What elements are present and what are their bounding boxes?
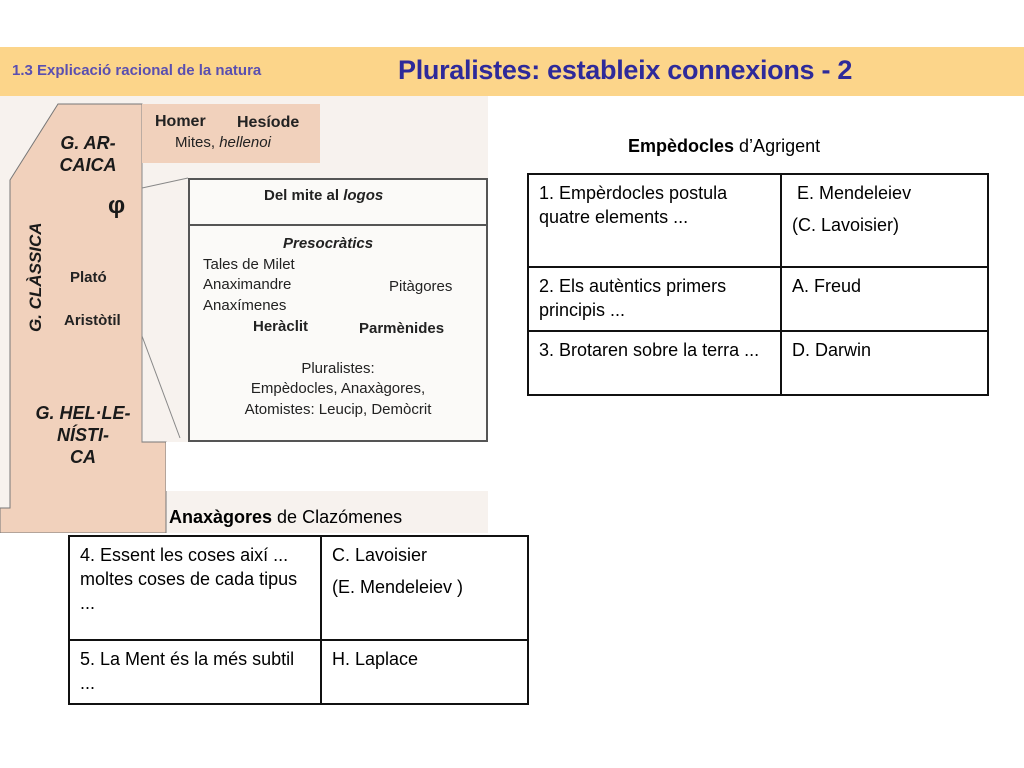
- archaic-line-1: G. AR-: [60, 133, 116, 153]
- table-row: 4. Essent les coses així ... moltes cose…: [68, 535, 529, 641]
- anaxagores-origin: de Clazómenes: [272, 507, 403, 527]
- header-band: 1.3 Explicació racional de la natura Plu…: [0, 47, 1024, 96]
- answer-cell: E. Mendeleiev (C. Lavoisier): [780, 173, 989, 268]
- section-title: 1.3 Explicació racional de la natura: [12, 62, 262, 79]
- statement-cell: 1. Empèrdocles postula quatre elements .…: [527, 173, 782, 268]
- empedocles-caption: Empèdocles d’Agrigent: [628, 136, 820, 157]
- empedocles-origin: d’Agrigent: [734, 136, 821, 156]
- empedocles-name: Empèdocles: [628, 136, 735, 156]
- hellenistic-line-1: G. HEL·LE-: [35, 403, 131, 423]
- answer-cell: A. Freud: [780, 266, 989, 332]
- logos-word: logos: [343, 187, 384, 204]
- myth-to-logos-text: Del mite al: [264, 187, 340, 204]
- parmenides-label: Parmènides: [359, 320, 445, 337]
- table-row: 5. La Ment és la més subtil ... H. Lapla…: [68, 639, 529, 705]
- diagram-white-area: [166, 442, 488, 491]
- classical-era-label: G. CLÀSSICA: [26, 222, 45, 332]
- anaxagores-caption: Anaxàgores de Clazómenes: [169, 507, 402, 528]
- tales-label: Tales de Milet: [203, 256, 295, 273]
- table-row: 1. Empèrdocles postula quatre elements .…: [527, 173, 989, 268]
- answer-option: E. Mendeleiev: [792, 183, 912, 203]
- answer-option: C. Lavoisier: [332, 545, 428, 565]
- hellenoi-word: hellenoi: [219, 134, 271, 151]
- answer-cell: D. Darwin: [780, 330, 989, 396]
- slide-title: Pluralistes: estableix connexions - 2: [398, 55, 853, 85]
- pluralists-line-2: Atomistes: Leucip, Demòcrit: [244, 401, 432, 418]
- statement-cell: 3. Brotaren sobre la terra ...: [527, 330, 782, 396]
- anaxagores-name: Anaxàgores: [169, 507, 273, 527]
- anaximandre-label: Anaximandre: [203, 276, 292, 293]
- pluralists-line-1: Empèdocles, Anaxàgores,: [250, 380, 426, 397]
- empedocles-table: 1. Empèrdocles postula quatre elements .…: [527, 173, 989, 396]
- pluralists-heading: Pluralistes:: [301, 360, 375, 377]
- archaic-era-label: G. AR- CAICA: [48, 132, 128, 176]
- anaximenes-label: Anaxímenes: [203, 297, 287, 314]
- statement-cell: 2. Els autèntics primers principis ...: [527, 266, 782, 332]
- presocratics-heading: Presocràtics: [283, 235, 374, 252]
- answer-option: (C. Lavoisier): [792, 215, 900, 235]
- table-row: 2. Els autèntics primers principis ... A…: [527, 266, 989, 332]
- answer-option: (E. Mendeleiev ): [332, 577, 464, 597]
- myths-word: Mites,: [175, 134, 216, 151]
- pitagores-label: Pitàgores: [389, 278, 453, 295]
- answer-cell: C. Lavoisier (E. Mendeleiev ): [320, 535, 529, 641]
- statement-cell: 5. La Ment és la més subtil ...: [68, 639, 322, 705]
- table-row: 3. Brotaren sobre la terra ... D. Darwin: [527, 330, 989, 396]
- heraclit-label: Heràclit: [253, 318, 309, 335]
- statement-cell: 4. Essent les coses així ... moltes cose…: [68, 535, 322, 641]
- myth-to-logos-heading: Del mite al logos: [264, 187, 383, 204]
- hellenistic-line-2: NÍSTI-: [57, 425, 109, 445]
- aristotle-label: Aristòtil: [64, 312, 121, 329]
- hellenistic-era-label: G. HEL·LE- NÍSTI- CA: [28, 402, 138, 468]
- answer-cell: H. Laplace: [320, 639, 529, 705]
- myths-label: Mites, hellenoi: [175, 134, 271, 151]
- hellenistic-line-3: CA: [70, 447, 96, 467]
- hesiode-label: Hesíode: [237, 114, 300, 131]
- phi-symbol: φ: [108, 192, 126, 219]
- timeline-diagram: Homer Hesíode Mites, hellenoi G. AR- CAI…: [0, 96, 488, 533]
- anaxagores-table: 4. Essent les coses així ... moltes cose…: [68, 535, 529, 705]
- homer-label: Homer: [155, 113, 206, 130]
- presocratics-divider: [188, 224, 486, 226]
- plato-label: Plató: [70, 269, 107, 286]
- presocratics-box: [188, 178, 488, 442]
- myth-box: [142, 104, 320, 163]
- archaic-line-2: CAICA: [59, 155, 117, 175]
